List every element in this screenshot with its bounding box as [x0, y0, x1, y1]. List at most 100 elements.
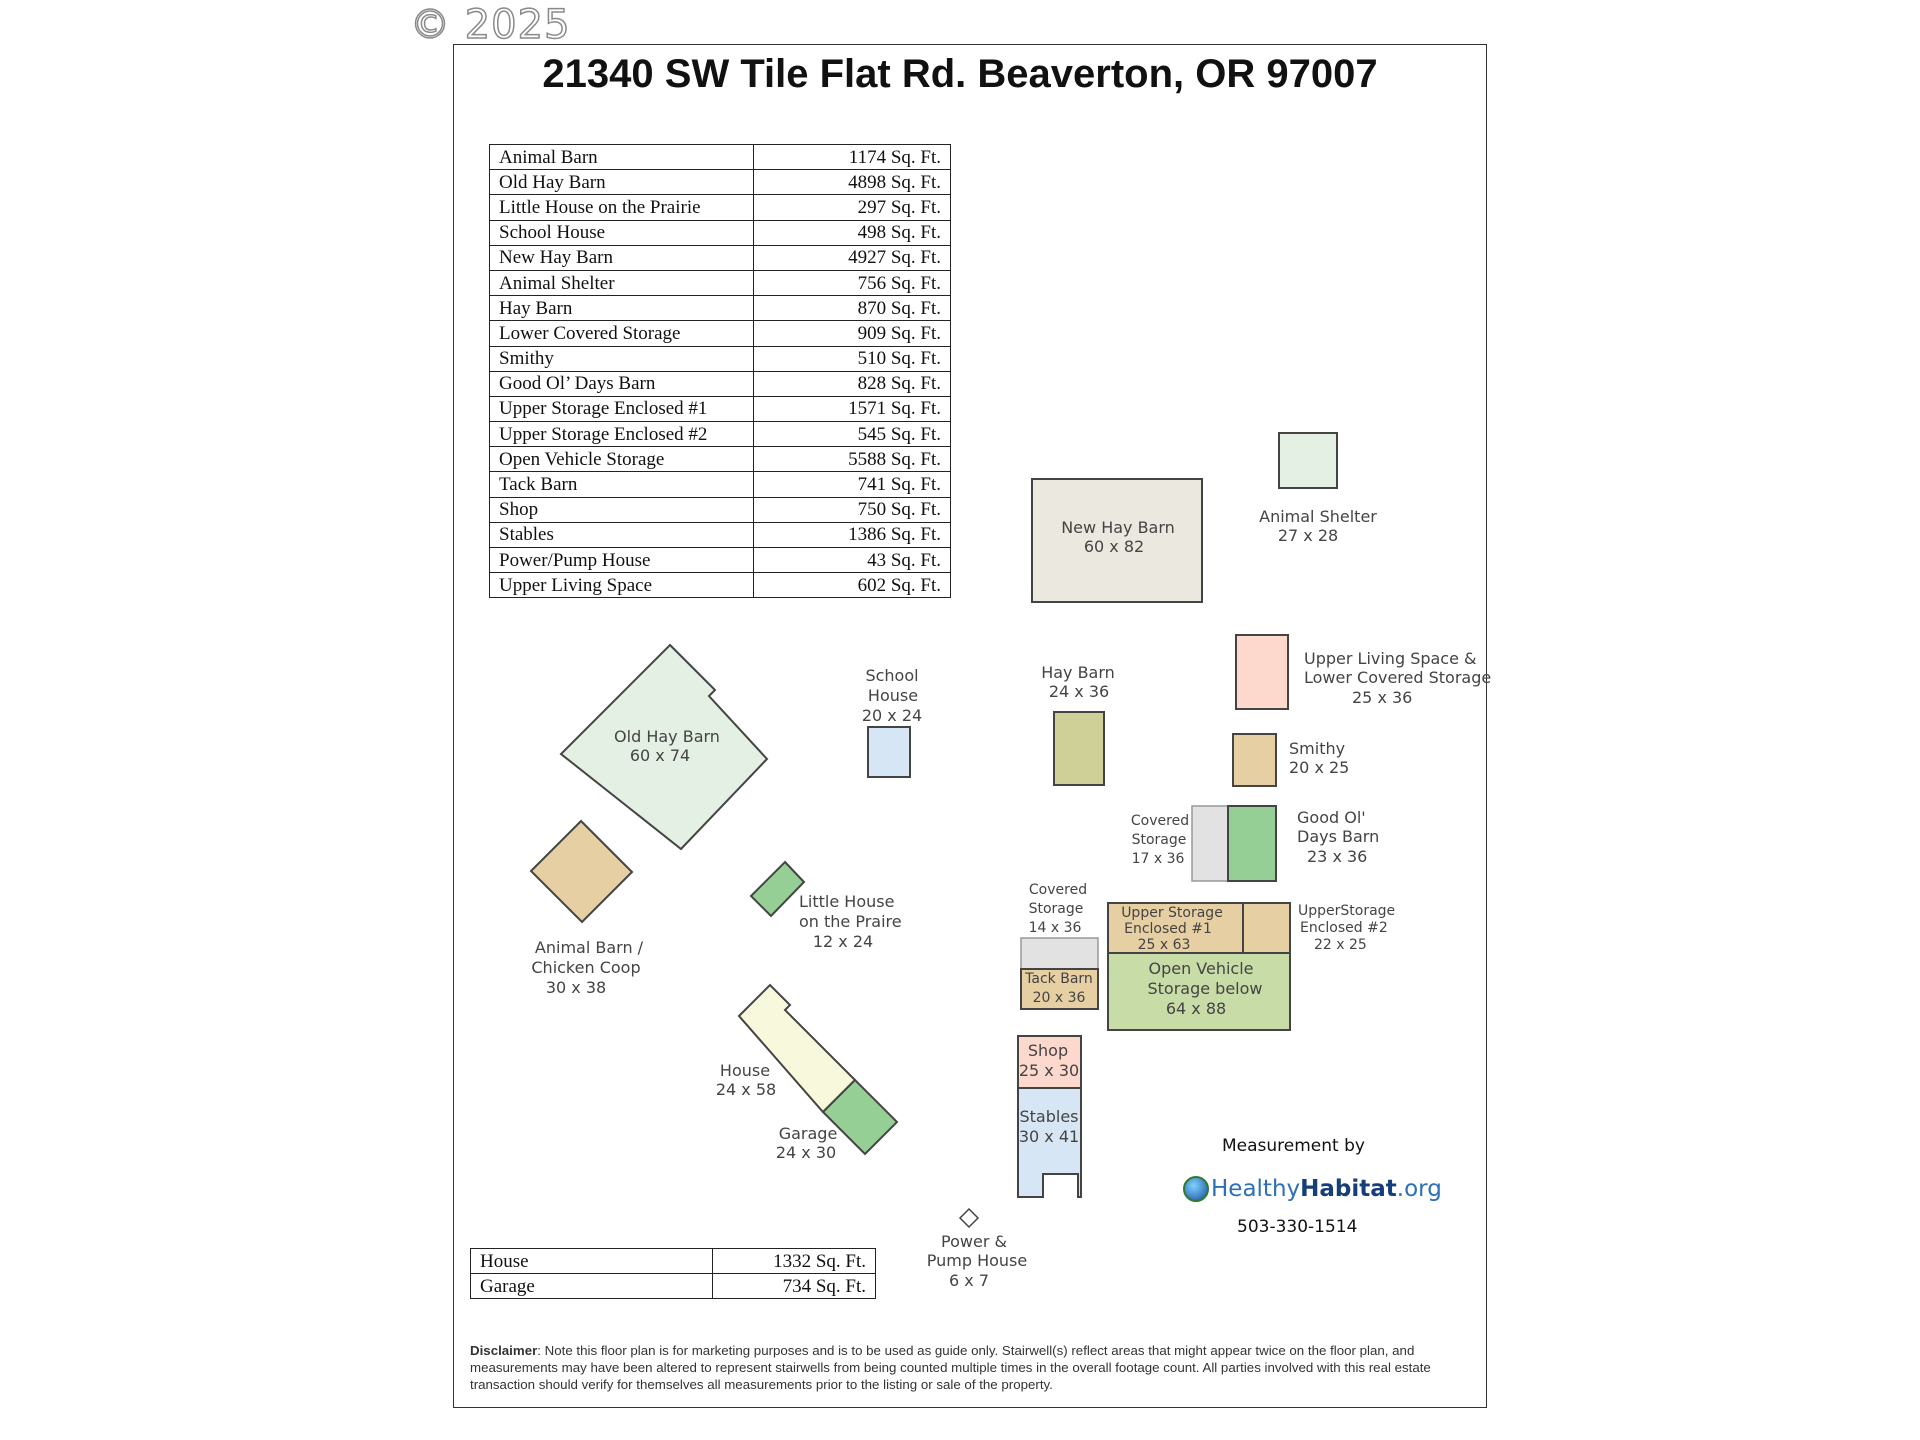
good-ol-days-label-1: Good Ol' — [1297, 808, 1366, 827]
upper-storage-enclosed-2 — [1242, 902, 1291, 954]
building-name: Open Vehicle Storage — [489, 446, 754, 473]
school-house-label-1: School — [865, 666, 918, 685]
building-area: 828 Sq. Ft. — [753, 370, 951, 397]
disclaimer-text: : Note this floor plan is for marketing … — [470, 1343, 1431, 1392]
garage-label: Garage — [779, 1124, 838, 1143]
tack-barn-dims: 20 x 36 — [1033, 990, 1086, 1006]
little-house-label-1: Little House — [799, 892, 894, 911]
good-ol-days-dims: 23 x 36 — [1307, 847, 1367, 866]
building-area: 545 Sq. Ft. — [753, 421, 951, 448]
covered-storage-17-label-1: Covered — [1131, 813, 1189, 829]
school-house-dims: 20 x 24 — [862, 706, 922, 725]
upper-storage-enclosed-1 — [1107, 902, 1244, 954]
animal-shelter — [1278, 432, 1338, 489]
smithy-dims: 20 x 25 — [1289, 758, 1349, 777]
stables-label: Stables — [1019, 1107, 1078, 1126]
new-hay-barn — [1031, 478, 1203, 603]
disclaimer: Disclaimer: Note this floor plan is for … — [470, 1342, 1475, 1393]
animal-barn-dims: 30 x 38 — [546, 978, 606, 997]
good-ol-days-label-2: Days Barn — [1297, 827, 1379, 846]
building-name: Shop — [489, 496, 754, 523]
upper-storage-1-label-2: Enclosed #1 — [1124, 921, 1212, 937]
animal-barn — [529, 819, 634, 924]
covered-storage-17-dims: 17 x 36 — [1132, 851, 1185, 867]
building-area: 4898 Sq. Ft. — [753, 169, 951, 196]
globe-icon — [1183, 1176, 1209, 1202]
power-pump-dims: 6 x 7 — [949, 1271, 989, 1290]
building-name: Little House on the Prairie — [489, 194, 754, 221]
logo-text-habitat: Habitat — [1300, 1176, 1397, 1202]
school-house-label-2: House — [868, 686, 918, 705]
hay-barn — [1053, 711, 1105, 786]
good-ol-days-barn — [1227, 805, 1277, 882]
covered-storage-14x36 — [1020, 937, 1099, 970]
smithy-label: Smithy — [1289, 739, 1345, 758]
shop-dims: 25 x 30 — [1019, 1061, 1079, 1080]
hay-barn-label: Hay Barn — [1041, 663, 1115, 682]
building-name: Stables — [489, 521, 754, 549]
measurement-credit: Measurement by — [1222, 1136, 1365, 1156]
building-area: 1332 Sq. Ft. — [712, 1247, 876, 1275]
logo-text-healthy: Healthy — [1211, 1176, 1301, 1202]
building-area: 5588 Sq. Ft. — [753, 446, 951, 473]
building-name: Garage — [470, 1273, 713, 1300]
logo-text-org: .org — [1396, 1176, 1442, 1202]
smithy — [1232, 733, 1277, 787]
building-name: Smithy — [489, 345, 754, 372]
animal-shelter-label: Animal Shelter — [1259, 507, 1377, 526]
page-title: 21340 SW Tile Flat Rd. Beaverton, OR 970… — [542, 52, 1378, 96]
old-hay-barn-label: Old Hay Barn — [614, 727, 720, 746]
stables-dims: 30 x 41 — [1019, 1127, 1079, 1146]
disclaimer-label: Disclaimer — [470, 1343, 538, 1358]
building-area: 602 Sq. Ft. — [753, 572, 951, 599]
open-vehicle-label-2: Storage below — [1147, 979, 1262, 998]
power-pump-house — [958, 1207, 980, 1229]
power-pump-label-1: Power & — [941, 1232, 1007, 1251]
little-house-dims: 12 x 24 — [813, 932, 873, 951]
new-hay-barn-dims: 60 x 82 — [1084, 537, 1144, 556]
building-area: 750 Sq. Ft. — [753, 496, 951, 523]
building-name: Power/Pump House — [489, 546, 754, 574]
building-name: New Hay Barn — [489, 244, 754, 271]
upper-living-space — [1235, 634, 1289, 710]
stables — [1017, 1087, 1082, 1198]
school-house — [867, 726, 911, 778]
upper-living-label-1: Upper Living Space & — [1304, 649, 1477, 668]
building-area: 498 Sq. Ft. — [753, 219, 951, 246]
building-area: 4927 Sq. Ft. — [753, 244, 951, 271]
building-area: 870 Sq. Ft. — [753, 295, 951, 322]
building-name: Upper Storage Enclosed #1 — [489, 395, 754, 423]
copyright-watermark: © 2025 — [409, 1, 571, 49]
covered-storage-14-label-2: Storage — [1029, 901, 1084, 917]
covered-storage-17x36 — [1191, 805, 1229, 882]
upper-storage-1-label-1: Upper Storage — [1121, 905, 1223, 921]
old-hay-barn — [559, 643, 769, 851]
old-hay-barn-dims: 60 x 74 — [630, 746, 690, 765]
tack-barn-label: Tack Barn — [1024, 971, 1093, 987]
building-area: 510 Sq. Ft. — [753, 345, 951, 372]
upper-storage-2-label-1: UpperStorage — [1298, 903, 1395, 919]
building-area: 1571 Sq. Ft. — [753, 395, 951, 423]
house-dims: 24 x 58 — [716, 1080, 776, 1099]
phone-number: 503-330-1514 — [1237, 1217, 1358, 1237]
garage — [821, 1078, 899, 1156]
upper-living-dims: 25 x 36 — [1352, 688, 1412, 707]
building-area: 1174 Sq. Ft. — [753, 143, 951, 171]
